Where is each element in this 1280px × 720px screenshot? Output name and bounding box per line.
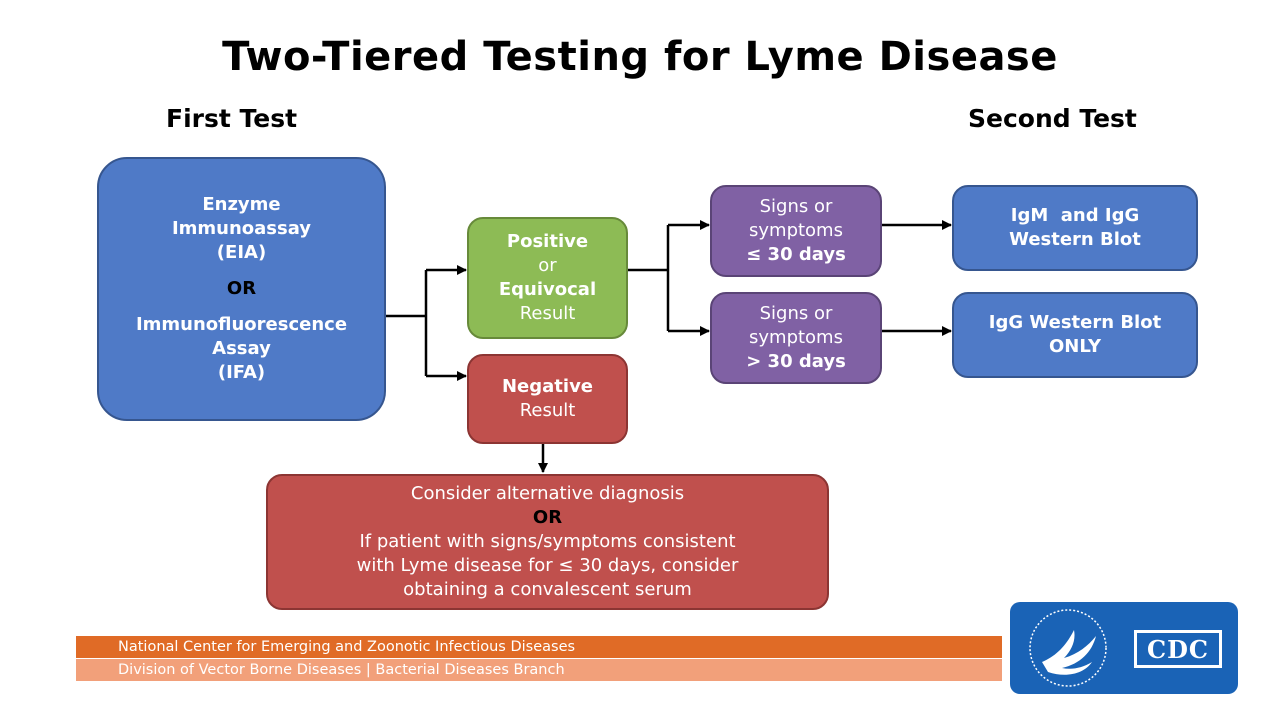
early-symptoms-box: Signs or symptoms ≤ 30 days bbox=[710, 185, 882, 277]
igm-line2: Western Blot bbox=[1009, 229, 1141, 250]
alternative-line1: Consider alternative diagnosis bbox=[410, 483, 685, 504]
negative-result-box: Negative Result bbox=[467, 354, 628, 444]
late-symptoms-box: Signs or symptoms > 30 days bbox=[710, 292, 882, 384]
igg-line1: IgG Western Blot bbox=[988, 312, 1162, 333]
alternative-line4: obtaining a convalescent serum bbox=[403, 579, 692, 600]
negative-line2: Result bbox=[519, 400, 576, 421]
igm-igg-western-blot-box: IgM and IgG Western Blot bbox=[952, 185, 1198, 271]
positive-line2: or bbox=[538, 255, 557, 276]
page-title: Two-Tiered Testing for Lyme Disease bbox=[222, 34, 1058, 80]
alternative-diagnosis-box: Consider alternative diagnosis OR If pat… bbox=[266, 474, 829, 610]
cdc-logo-text: CDC bbox=[1146, 634, 1209, 664]
first-test-line6: (IFA) bbox=[217, 362, 266, 383]
first-test-heading: First Test bbox=[166, 104, 298, 133]
negative-line1: Negative bbox=[501, 376, 594, 397]
hhs-eagle-icon bbox=[1029, 609, 1107, 687]
late-line1: Signs or bbox=[759, 303, 833, 324]
late-line2: symptoms bbox=[749, 327, 843, 348]
alternative-line3: with Lyme disease for ≤ 30 days, conside… bbox=[356, 555, 739, 576]
cdc-logo: CDC bbox=[1010, 602, 1238, 694]
footer-band-ncezid: National Center for Emerging and Zoonoti… bbox=[76, 636, 1002, 658]
first-test-line1: Enzyme bbox=[202, 194, 281, 215]
alternative-or: OR bbox=[532, 507, 563, 528]
alternative-line2: If patient with signs/symptoms consisten… bbox=[359, 531, 736, 552]
early-line1: Signs or bbox=[759, 196, 833, 217]
footer-band-division: Division of Vector Borne Diseases | Bact… bbox=[76, 659, 1002, 681]
second-test-heading: Second Test bbox=[968, 104, 1137, 133]
igm-line1: IgM and IgG bbox=[1010, 205, 1140, 226]
first-test-or: OR bbox=[226, 278, 257, 299]
first-test-line2: Immunoassay bbox=[171, 218, 312, 239]
late-line3: > 30 days bbox=[746, 351, 846, 372]
positive-line1: Positive bbox=[506, 231, 589, 252]
first-test-line5: Assay bbox=[212, 338, 271, 359]
first-test-line4: Immunofluorescence bbox=[135, 314, 348, 335]
positive-result-box: Positive or Equivocal Result bbox=[467, 217, 628, 339]
cdc-wordmark: CDC bbox=[1134, 630, 1222, 668]
positive-line4: Result bbox=[519, 303, 576, 324]
first-test-box: Enzyme Immunoassay (EIA) OR Immunofluore… bbox=[97, 157, 386, 421]
early-line3: ≤ 30 days bbox=[746, 244, 846, 265]
early-line2: symptoms bbox=[749, 220, 843, 241]
first-test-line3: (EIA) bbox=[216, 242, 267, 263]
igg-western-blot-box: IgG Western Blot ONLY bbox=[952, 292, 1198, 378]
igg-line2: ONLY bbox=[1048, 336, 1102, 357]
positive-line3: Equivocal bbox=[498, 279, 597, 300]
